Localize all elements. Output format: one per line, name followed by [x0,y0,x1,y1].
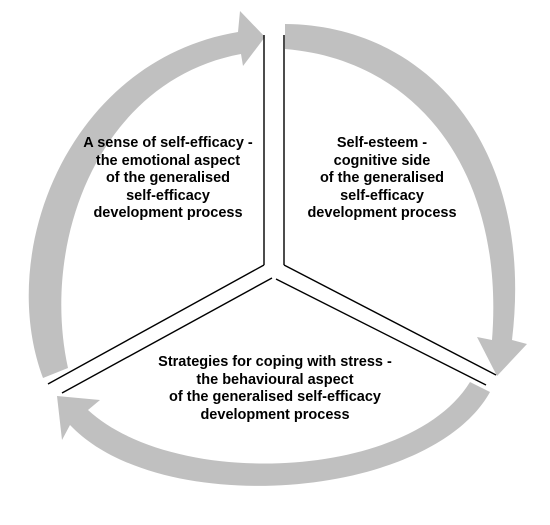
divider-vertical [263,35,285,265]
cycle-arrow-right [285,24,527,376]
cycle-arrow-left [28,11,265,378]
divider-left [47,264,273,394]
sector-dividers [47,35,497,394]
sector-label-behavioural: Strategies for coping with stress - the … [158,354,392,423]
cycle-arrows [28,11,527,486]
cycle-arrow-bottom [57,382,490,486]
sector-label-emotional: A sense of self-efficacy - the emotional… [83,135,253,221]
divider-right [275,264,497,386]
sector-label-cognitive: Self-esteem - cognitive side of the gene… [307,135,457,221]
